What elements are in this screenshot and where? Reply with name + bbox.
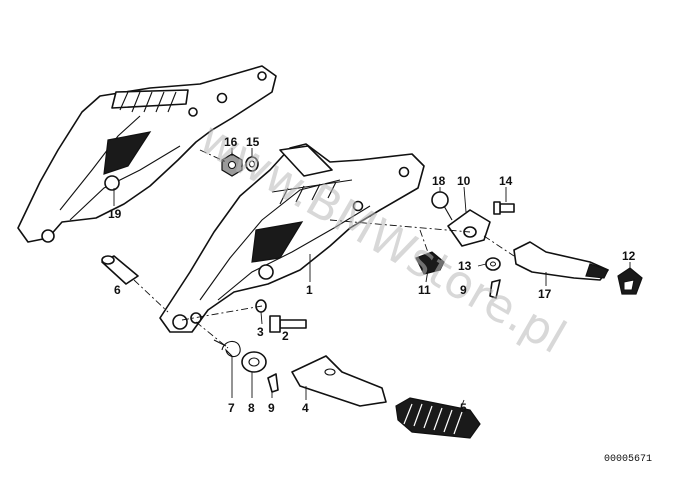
leader-lines [113, 148, 631, 411]
label-part-9-right: 9 [460, 283, 467, 297]
part-spring [213, 339, 241, 358]
part-footrest-rubber [395, 397, 481, 439]
label-part-18: 18 [432, 174, 446, 188]
label-part-12: 12 [622, 249, 636, 263]
label-part-7: 7 [228, 401, 235, 415]
part-cotter-pin-right [489, 279, 501, 299]
part-bracket-10 [447, 209, 491, 247]
bracket-rear [17, 65, 277, 243]
label-part-17: 17 [538, 287, 552, 301]
part-cotter-pin-left [267, 373, 279, 393]
label-part-10: 10 [457, 174, 471, 188]
part-rubber-pad [617, 267, 643, 295]
label-part-5: 5 [460, 401, 467, 415]
part-pin [101, 255, 139, 285]
assembly-lines [133, 149, 515, 349]
label-part-6: 6 [114, 283, 121, 297]
label-part-4: 4 [302, 401, 309, 415]
label-part-11: 11 [418, 283, 431, 297]
label-part-13: 13 [458, 259, 472, 273]
bracket-front [159, 143, 425, 333]
label-part-19: 19 [108, 207, 122, 221]
label-part-16: 16 [224, 135, 238, 149]
label-part-1: 1 [306, 283, 313, 297]
part-screw [493, 201, 515, 215]
document-number: 00005671 [604, 454, 652, 465]
label-part-3: 3 [257, 325, 264, 339]
part-bolt [269, 315, 307, 333]
part-footrest-left [291, 355, 387, 407]
part-rubber [241, 351, 267, 373]
part-washer [245, 156, 259, 172]
label-part-2: 2 [282, 329, 289, 343]
part-washer-13 [485, 257, 501, 271]
label-part-8: 8 [248, 401, 255, 415]
label-part-14: 14 [499, 174, 513, 188]
label-part-15: 15 [246, 135, 260, 149]
part-knob [431, 191, 453, 221]
label-part-9-left: 9 [268, 401, 275, 415]
part-block [415, 251, 445, 275]
part-footrest-right [513, 241, 609, 281]
